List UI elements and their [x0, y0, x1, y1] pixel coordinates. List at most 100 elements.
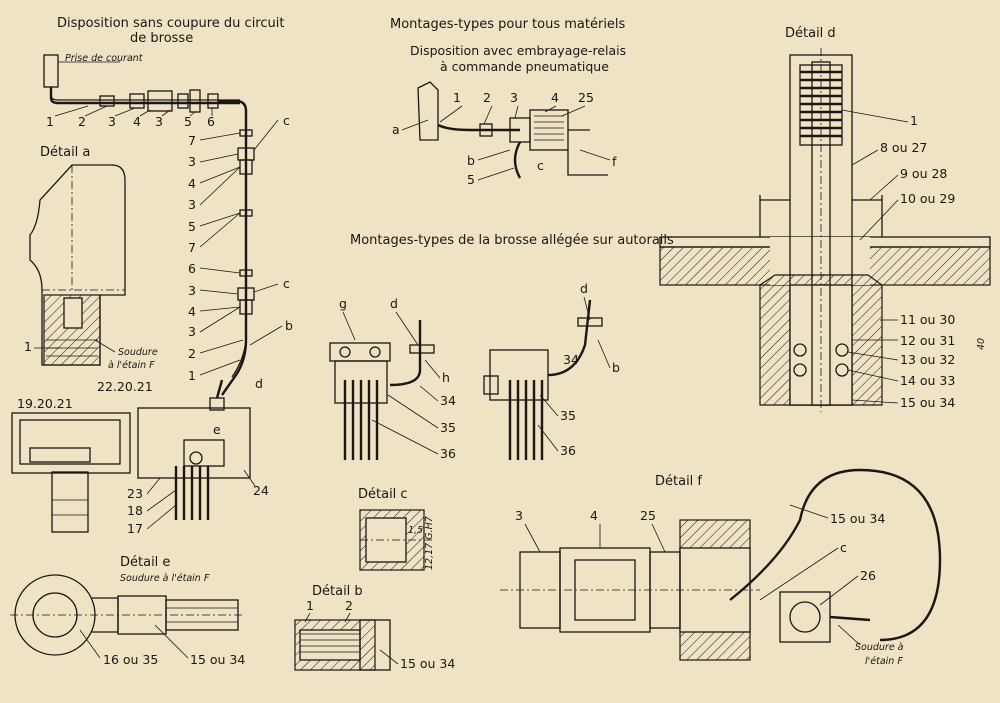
- callout-emb-f: f: [612, 154, 617, 169]
- embrayage-assembly: a 1 2 3 4 25 b 5 c f: [392, 81, 617, 187]
- detail-b: 1 2 15 ou 34: [294, 598, 455, 671]
- callout-e-16ou35: 16 ou 35: [103, 652, 158, 667]
- brush-holder-assembly: 22.20.21 d e 23 18 17 24: [97, 376, 269, 536]
- callout-d-12ou31: 12 ou 31: [900, 333, 955, 348]
- brush-strands-right: [508, 380, 544, 460]
- callout-col-3b: 3: [188, 197, 196, 212]
- callout-col-7a: 7: [188, 133, 196, 148]
- callout-17: 17: [127, 521, 143, 536]
- callout-d-8ou27: 8 ou 27: [880, 140, 927, 155]
- callout-24: 24: [253, 483, 269, 498]
- callout-col-4b: 4: [188, 304, 196, 319]
- title-brosse: Montages-types de la brosse allégée sur …: [350, 233, 674, 248]
- note-soudure-a-1: Soudure: [118, 347, 158, 358]
- callout-emb-b: b: [467, 153, 475, 168]
- callout-d-11ou30: 11 ou 30: [900, 312, 955, 327]
- callout-top-4: 4: [133, 114, 141, 129]
- detail-19-20-21: 19.20.21: [11, 396, 131, 533]
- callout-emb-c: c: [537, 158, 544, 173]
- note-soudure-e: Soudure à l'étain F: [120, 573, 210, 584]
- callout-d-1: 1: [910, 113, 918, 128]
- callout-b-15ou34: 15 ou 34: [400, 656, 455, 671]
- note-soudure-f-2: l'étain F: [865, 656, 903, 667]
- callout-bl-d: d: [390, 296, 398, 311]
- callout-emb-4: 4: [551, 90, 559, 105]
- callout-d-13ou32: 13 ou 32: [900, 352, 955, 367]
- title-disposition-line1: Disposition sans coupure du circuit: [57, 16, 284, 31]
- callout-d-15ou34: 15 ou 34: [900, 395, 955, 410]
- callout-22-20-21: 22.20.21: [97, 379, 153, 394]
- callout-col-2: 2: [188, 346, 196, 361]
- callout-d-9ou28: 9 ou 28: [900, 166, 947, 181]
- brush-strands: [174, 466, 210, 520]
- callout-br-34: 34: [563, 352, 579, 367]
- title-embrayage-line1: Disposition avec embrayage-relais: [410, 43, 626, 58]
- title-detail-f: Détail f: [655, 474, 702, 489]
- callout-bl-36: 36: [440, 446, 456, 461]
- callout-d-10ou29: 10 ou 29: [900, 191, 955, 206]
- detail-c: 1,5 12,17 G.H7: [359, 509, 435, 571]
- title-detail-d: Détail d: [785, 26, 836, 41]
- brosse-right-assembly: d 34 b 35 36: [483, 281, 620, 460]
- callout-col-3a: 3: [188, 154, 196, 169]
- callout-detail-a-1: 1: [24, 339, 32, 354]
- callout-emb-3: 3: [510, 90, 518, 105]
- brush-strands-left: [343, 380, 379, 460]
- callout-f-25: 25: [640, 508, 656, 523]
- callout-top-1: 1: [46, 114, 54, 129]
- callout-emb-a: a: [392, 122, 400, 137]
- detail-e: Soudure à l'étain F 16 ou 35 15 ou 34: [10, 573, 245, 667]
- callout-emb-2: 2: [483, 90, 491, 105]
- callout-col-7b: 7: [188, 240, 196, 255]
- callout-br-36: 36: [560, 443, 576, 458]
- callout-top-3: 3: [108, 114, 116, 129]
- callout-top-3b: 3: [155, 114, 163, 129]
- callout-f-3: 3: [515, 508, 523, 523]
- callout-bl-h: h: [442, 370, 450, 385]
- callout-bl-34: 34: [440, 393, 456, 408]
- callout-col-5: 5: [188, 219, 196, 234]
- callout-top-2: 2: [78, 114, 86, 129]
- callout-emb-5: 5: [467, 172, 475, 187]
- note-soudure-f-1: Soudure à: [855, 642, 904, 653]
- callout-d-14ou33: 14 ou 33: [900, 373, 955, 388]
- title-embrayage-line2: à commande pneumatique: [440, 59, 609, 74]
- dim-c-1-5: 1,5: [408, 525, 423, 536]
- note-prise-de-courant: Prise de courant: [65, 53, 144, 64]
- callout-col-3d: 3: [188, 324, 196, 339]
- callout-col-4a: 4: [188, 176, 196, 191]
- callout-f-26: 26: [860, 568, 876, 583]
- dim-d-40: 40: [976, 338, 987, 350]
- callout-col-c1: c: [283, 113, 290, 128]
- callout-col-6: 6: [188, 261, 196, 276]
- top-callouts: 1 2 3 4 3 5 6: [46, 105, 215, 129]
- callout-18: 18: [127, 503, 143, 518]
- callout-col-1: 1: [188, 368, 196, 383]
- title-montages: Montages-types pour tous matériels: [390, 17, 626, 32]
- callout-b-1: 1: [306, 598, 314, 613]
- callout-emb-25: 25: [578, 90, 594, 105]
- callout-b-2: 2: [345, 598, 353, 613]
- callout-assembly-d: d: [255, 376, 263, 391]
- detail-f: 3 4 25 15 ou 34 c 26 Soudure à l'étain F: [500, 468, 942, 667]
- title-detail-e: Détail e: [120, 555, 170, 570]
- callout-23: 23: [127, 486, 143, 501]
- callout-bl-g: g: [339, 296, 347, 311]
- callout-col-3c: 3: [188, 283, 196, 298]
- callout-col-c2: c: [283, 276, 290, 291]
- callout-br-b: b: [612, 360, 620, 375]
- callout-assembly-e: e: [213, 422, 221, 437]
- brosse-left-assembly: g d h 34 35 36: [329, 296, 456, 461]
- callout-col-b: b: [285, 318, 293, 333]
- callout-f-c: c: [840, 540, 847, 555]
- callout-bl-35: 35: [440, 420, 456, 435]
- callout-top-6: 6: [207, 114, 215, 129]
- callout-19-20-21: 19.20.21: [17, 396, 73, 411]
- callout-br-35: 35: [560, 408, 576, 423]
- detail-a: 1 Soudure à l'étain F: [24, 164, 158, 371]
- callout-br-d: d: [580, 281, 588, 296]
- callout-f-4: 4: [590, 508, 598, 523]
- callout-f-15ou34: 15 ou 34: [830, 511, 885, 526]
